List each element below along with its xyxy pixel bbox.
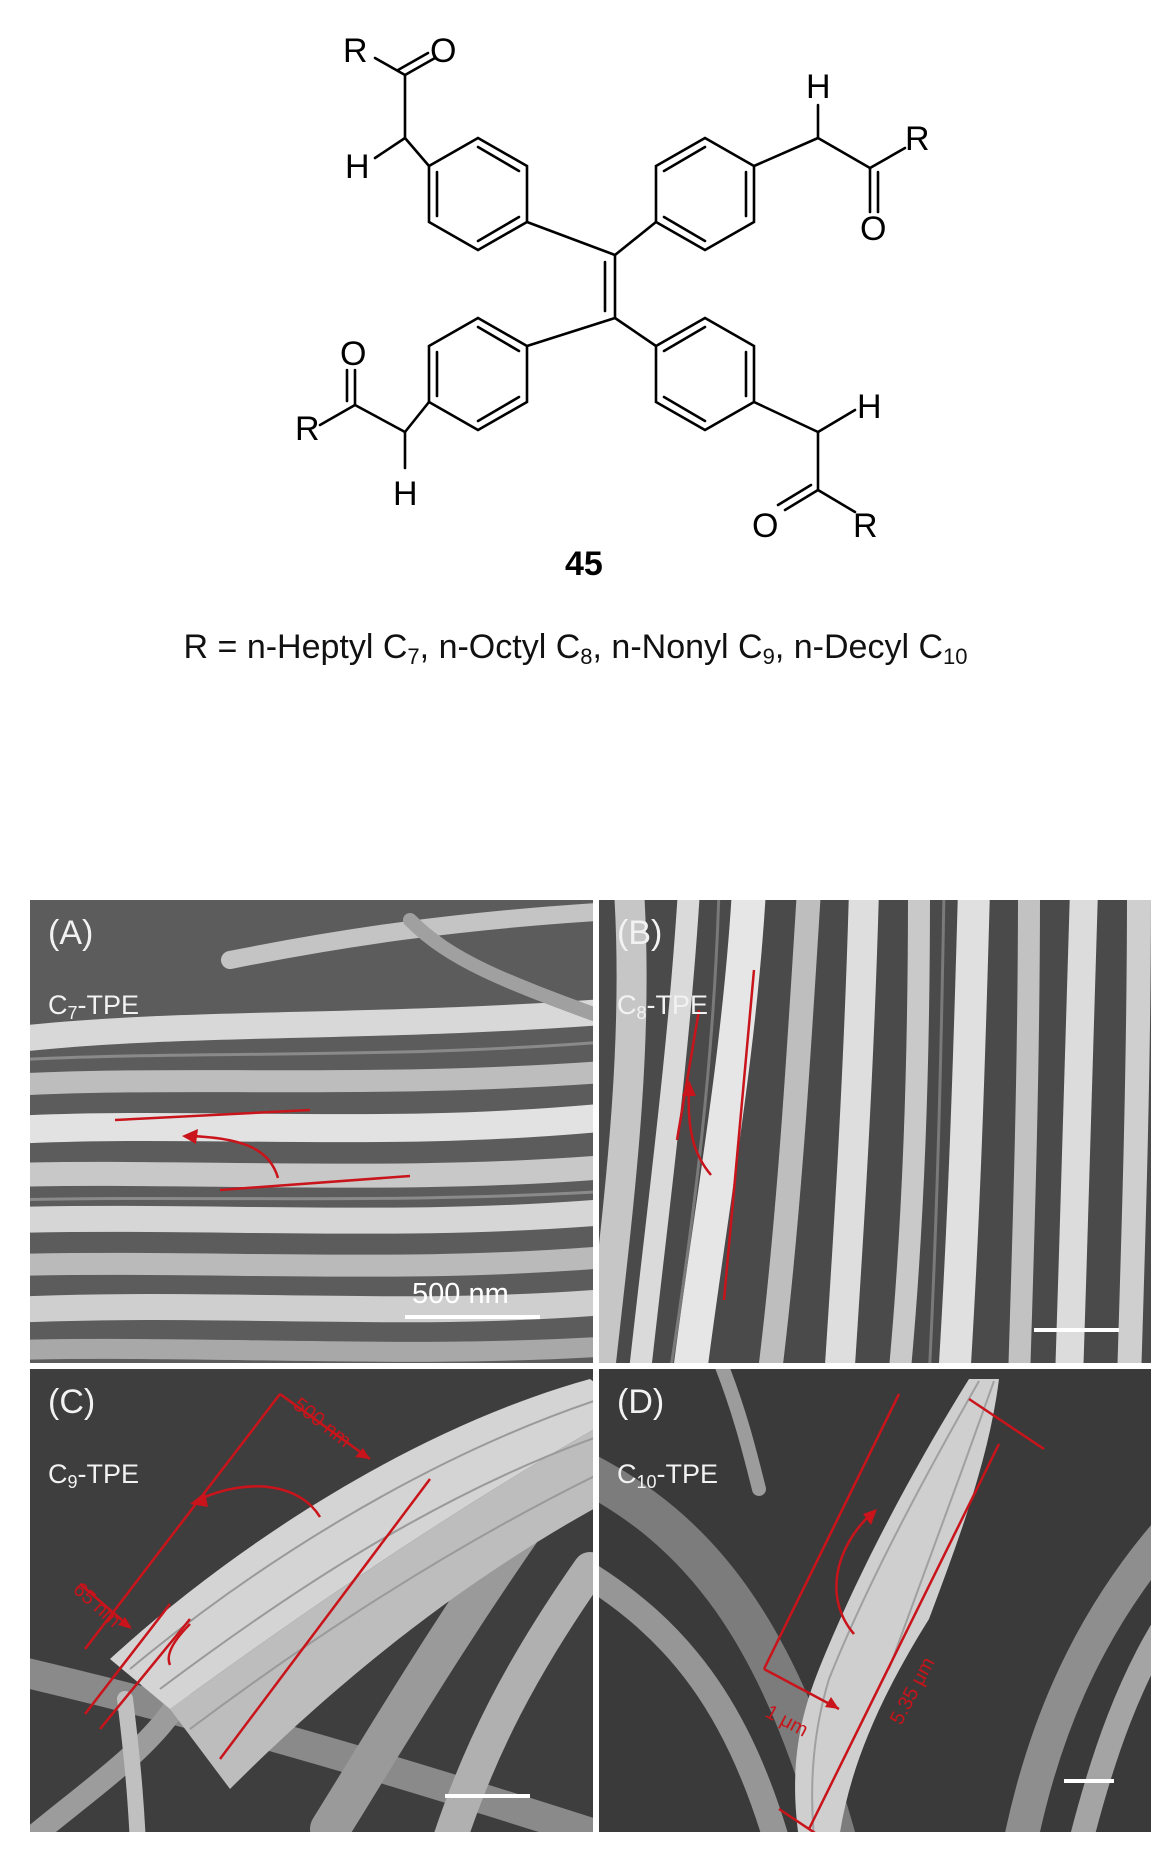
- panel-label-a: (A): [48, 914, 94, 952]
- sem-image-d: 1 μm 5.35 μm: [599, 1369, 1151, 1832]
- atom-o-top-left: O: [430, 32, 456, 70]
- panel-label-d: (D): [617, 1383, 665, 1421]
- atom-o-bottom-left: O: [340, 335, 366, 373]
- r-separator: ,: [419, 628, 439, 666]
- r-item-decyl: n-Decyl C: [793, 628, 943, 666]
- atom-r-top-right: R: [905, 120, 930, 158]
- panel-name-d: C10-TPE: [617, 1459, 719, 1492]
- panel-label-b: (B): [617, 914, 663, 952]
- scale-bar-a: [405, 1315, 540, 1319]
- sem-panel-a: (A) C7-TPE 500 nm: [30, 900, 593, 1363]
- atom-r-bottom-right: R: [853, 507, 878, 545]
- r-item-nonyl-sub: 9: [762, 644, 775, 669]
- sem-panel-b: (B) C8-TPE: [599, 900, 1151, 1363]
- r-item-heptyl-sub: 7: [407, 644, 420, 669]
- r-item-nonyl: n-Nonyl C: [611, 628, 763, 666]
- panel-label-c: (C): [48, 1383, 96, 1421]
- r-separator: ,: [592, 628, 612, 666]
- sem-image-b: [599, 900, 1151, 1363]
- chemical-structure: R O H H R O O R H H O R 45: [295, 32, 930, 583]
- r-item-octyl: n-Octyl C: [438, 628, 581, 666]
- scale-bar-label-a: 500 nm: [412, 1278, 509, 1310]
- sem-panel-c: 500 nm 65 nm (C) C9-TPE: [30, 1369, 593, 1832]
- r-definition-prefix: R =: [183, 628, 247, 666]
- atom-o-top-right: O: [860, 210, 886, 248]
- atom-r-top-left: R: [343, 32, 368, 70]
- scale-bar-d: [1064, 1779, 1114, 1783]
- panel-name-c: C9-TPE: [48, 1459, 140, 1492]
- atom-h-top-right: H: [806, 68, 831, 106]
- atom-h-bottom-left: H: [393, 475, 418, 513]
- compound-number: 45: [565, 545, 603, 583]
- atom-h-bottom-right: H: [857, 388, 882, 426]
- scale-bar-c: [445, 1794, 530, 1798]
- r-item-decyl-sub: 10: [943, 644, 968, 669]
- panel-name-b: C8-TPE: [617, 990, 709, 1023]
- r-item-octyl-sub: 8: [580, 644, 593, 669]
- panel-name-a: C7-TPE: [48, 990, 140, 1023]
- r-group-definition: R = n-Heptyl C7, n-Octyl C8, n-Nonyl C9,…: [0, 628, 1151, 670]
- r-item-heptyl: n-Heptyl C: [246, 628, 408, 666]
- scale-bar-b: [1034, 1328, 1119, 1332]
- sem-panel-d: 1 μm 5.35 μm (D) C10-TPE: [599, 1369, 1151, 1832]
- atom-h-top-left: H: [345, 148, 370, 186]
- atom-o-bottom-right: O: [752, 507, 778, 545]
- r-separator: ,: [774, 628, 794, 666]
- atom-r-bottom-left: R: [295, 410, 320, 448]
- sem-image-a: [30, 900, 593, 1363]
- sem-image-c: 500 nm 65 nm: [30, 1369, 593, 1832]
